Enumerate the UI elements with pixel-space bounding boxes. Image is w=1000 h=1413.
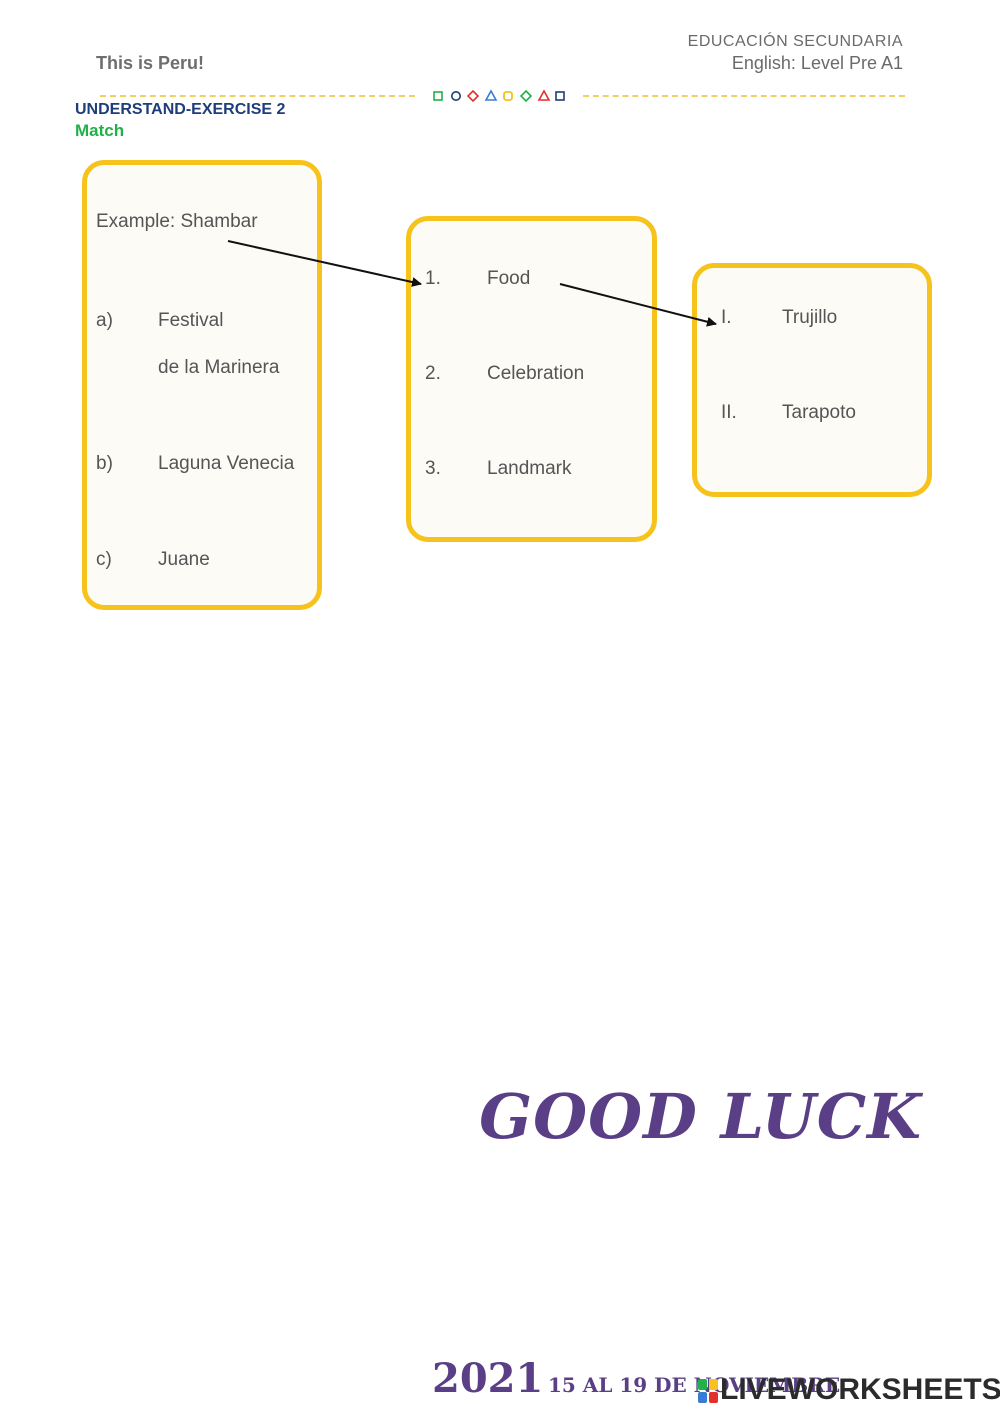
item-a-text-line2[interactable]: de la Marinera — [158, 357, 280, 378]
liveworksheets-logo-icon — [698, 1379, 718, 1403]
category-3-text[interactable]: Landmark — [487, 458, 572, 479]
worksheet-title: This is Peru! — [96, 53, 205, 73]
category-1-marker: 1. — [425, 268, 441, 289]
course-english-line: English: Level Pre A1 — [731, 53, 903, 73]
item-b-marker: b) — [96, 453, 113, 474]
match-box-places — [692, 263, 932, 497]
item-b-text[interactable]: Laguna Venecia — [158, 453, 295, 474]
category-3-marker: 3. — [425, 458, 441, 479]
place-2-text[interactable]: Tarapoto — [782, 402, 856, 423]
item-c-text[interactable]: Juane — [158, 549, 210, 570]
place-2-marker: II. — [721, 402, 737, 423]
header-divider-right — [583, 95, 905, 97]
decorative-shapes-icon — [433, 89, 565, 103]
place-1-marker: I. — [721, 307, 732, 328]
match-box-categories — [406, 216, 657, 542]
footer-year: 2021 — [432, 1355, 544, 1402]
exercise-instruction: Match — [75, 121, 125, 140]
course-level-line: EDUCACIÓN SECUNDARIA — [687, 33, 903, 50]
example-item: Example: Shambar — [96, 211, 258, 232]
category-2-text[interactable]: Celebration — [487, 363, 585, 384]
item-a-text[interactable]: Festival — [158, 310, 224, 331]
place-1-text[interactable]: Trujillo — [782, 307, 838, 328]
course-info: EDUCACIÓN SECUNDARIA English: Level Pre … — [688, 33, 903, 74]
exercise-title: UNDERSTAND-EXERCISE 2 — [75, 101, 286, 118]
match-box-items — [82, 160, 322, 610]
footer-date: 15 AL 19 DE NOVIEMBRE — [548, 1373, 841, 1397]
header-divider-left — [100, 95, 415, 97]
good-luck-heading: GOOD LUCK — [479, 1080, 922, 1153]
item-c-marker: c) — [96, 549, 112, 570]
category-1-text[interactable]: Food — [487, 268, 531, 289]
liveworksheets-watermark[interactable]: LIVEWORKSHEETS — [720, 1373, 1000, 1406]
category-2-marker: 2. — [425, 363, 441, 384]
item-a-marker: a) — [96, 310, 113, 331]
